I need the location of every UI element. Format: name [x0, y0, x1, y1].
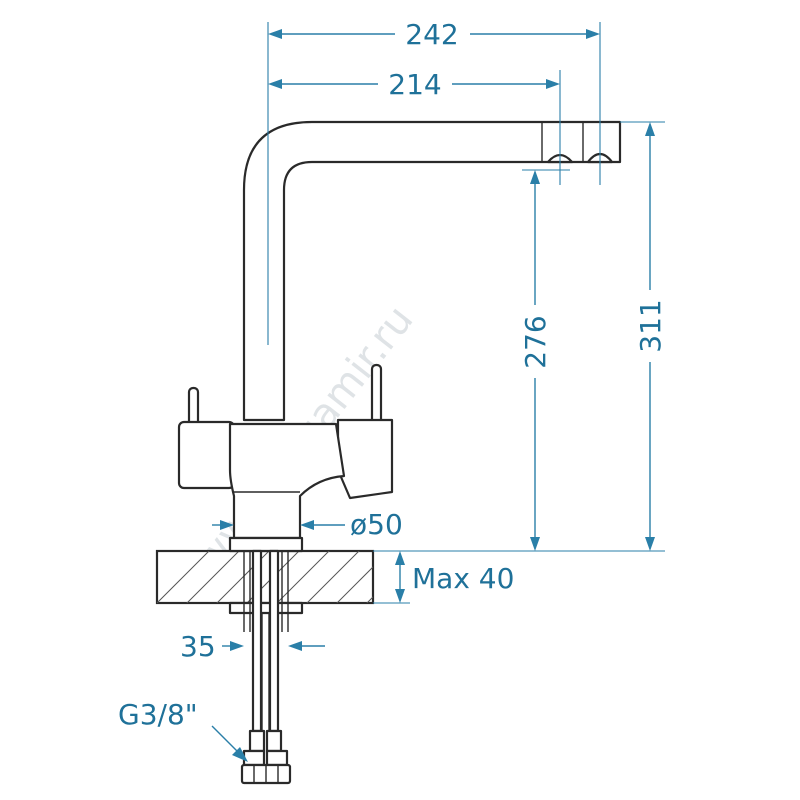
dimension-counter-thickness: [373, 551, 410, 604]
dimension-body-diameter: [212, 520, 345, 530]
dimension-spout-height: [522, 169, 570, 551]
label-body-diameter: ø50: [350, 508, 403, 541]
label-total-height: 311: [634, 299, 667, 352]
dimension-total-height: [620, 121, 665, 551]
spout: [242, 120, 622, 422]
dimension-overall-reach: [267, 22, 601, 345]
countertop-slab: [155, 549, 375, 605]
label-mount-hole: 35: [180, 630, 216, 663]
connection-leader: [211, 725, 248, 762]
label-counter-thickness: Max 40: [412, 562, 514, 595]
dimension-spout-reach: [268, 70, 561, 185]
left-handle: [177, 386, 236, 490]
mounting-stud-and-hoses: [240, 549, 292, 785]
right-handle: [336, 363, 394, 500]
base-flange: [228, 536, 304, 615]
dimension-mount-hole: [222, 641, 325, 651]
label-connection: G3/8": [118, 698, 198, 731]
label-spout-height: 276: [519, 315, 552, 368]
faucet-body: [228, 422, 346, 540]
label-spout-reach: 214: [388, 68, 441, 101]
label-overall-reach: 242: [405, 18, 458, 51]
